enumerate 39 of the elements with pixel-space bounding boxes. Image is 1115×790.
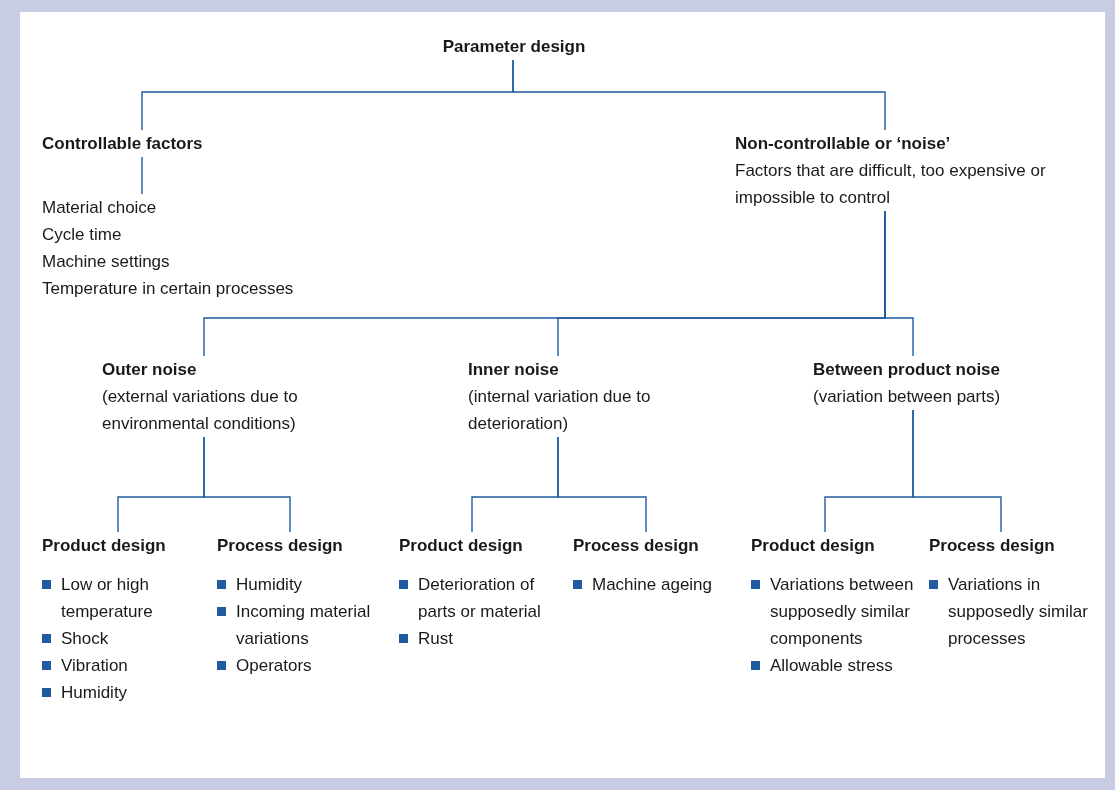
heading: Controllable factors (42, 133, 204, 155)
list-item: Shock (61, 628, 109, 650)
list-item: Humidity (61, 682, 128, 704)
heading: Parameter design (441, 36, 587, 58)
list-item: Operators (236, 655, 312, 677)
list-item: Low or high temperature (61, 574, 154, 623)
connector-line (557, 436, 647, 533)
list-item: Vibration (61, 655, 128, 677)
connector-line (884, 210, 914, 357)
connector-line (512, 59, 886, 131)
heading: Non-controllable or ‘noise’ (735, 133, 952, 155)
list-item: Machine ageing (592, 574, 713, 596)
list-item: Incoming material variations (236, 601, 372, 650)
connector-line (141, 156, 143, 195)
connector-line (912, 409, 1002, 533)
list-item: Deterioration of parts or material (418, 574, 542, 623)
list-item: Rust (418, 628, 453, 650)
list-item: Variations between supposedly similar components (770, 574, 915, 650)
description: (external variations due to environmental conditions) (102, 386, 299, 435)
list-item: Cycle time (42, 224, 123, 246)
description: (variation between parts) (813, 386, 1002, 408)
list-item: Temperature in certain processes (42, 278, 295, 300)
list-item: Allowable stress (770, 655, 893, 677)
list-item: Variations in supposedly similar processes (948, 574, 1089, 650)
list-item: Humidity (236, 574, 303, 596)
heading: Between product noise (813, 359, 1002, 381)
list-item: Machine settings (42, 251, 171, 273)
heading: Process design (573, 535, 700, 557)
heading: Product design (751, 535, 876, 557)
heading: Inner noise (468, 359, 560, 381)
list-item: Material choice (42, 197, 158, 219)
description: Factors that are difficult, too expensive or impossible to control (735, 160, 1047, 209)
heading: Product design (399, 535, 524, 557)
heading: Product design (42, 535, 167, 557)
heading: Process design (929, 535, 1056, 557)
description: (internal variation due to deterioration) (468, 386, 652, 435)
connector-line (203, 436, 291, 533)
heading: Outer noise (102, 359, 198, 381)
heading: Process design (217, 535, 344, 557)
